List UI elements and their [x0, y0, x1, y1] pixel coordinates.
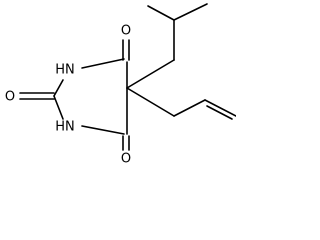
nh-bottom-label: HN [55, 120, 75, 135]
carbonyl-bonds [19, 39, 130, 151]
bond-n3-c2 [53, 79, 64, 97]
bond-allyl-ch2-ch [173, 99, 206, 117]
molecular-structure: O O O HN HN [5, 3, 236, 167]
bond-c2-n1 [53, 95, 64, 120]
oxygen-top-label: O [121, 24, 131, 39]
bond-isobutyl-left-methyl [147, 5, 175, 21]
pyrimidine-ring [53, 58, 128, 135]
bond-allyl-double-outer [204, 99, 236, 117]
bond-isobutyl-ch2-c5 [126, 59, 175, 89]
bond-c4-n3 [81, 58, 125, 69]
oxygen-left-label: O [5, 90, 15, 105]
nh-top-label: HN [55, 63, 75, 78]
oxygen-bottom-label: O [121, 152, 131, 167]
isobutyl-group [126, 3, 208, 89]
bond-isobutyl-right-methyl [173, 3, 208, 21]
allyl-group [126, 87, 236, 120]
atom-labels: O O O HN HN [5, 24, 131, 167]
bond-c5-allyl-ch2 [126, 87, 175, 117]
bond-allyl-double-inner [206, 105, 233, 120]
bond-n1-c6 [81, 125, 125, 135]
